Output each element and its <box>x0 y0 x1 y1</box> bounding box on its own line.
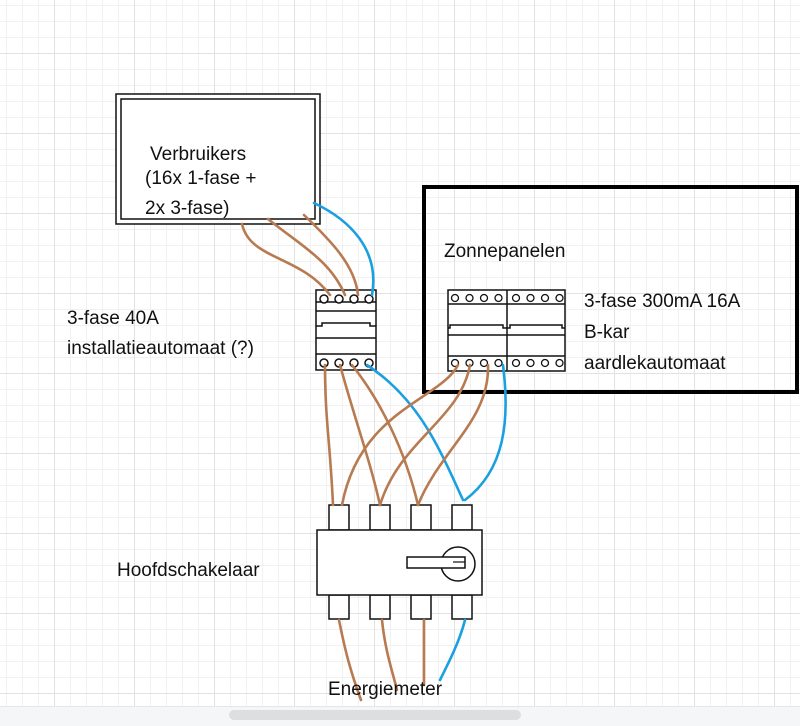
phase-wire <box>240 222 332 297</box>
phase-wire <box>266 217 347 297</box>
rcbo-terminal-top <box>540 293 550 303</box>
rcbo-terminals-top <box>450 293 564 303</box>
neutral-wire <box>463 363 507 502</box>
breaker-terminal-top <box>349 294 359 304</box>
main-switch-terminal-top <box>451 504 473 531</box>
consumers-detail-line1: (16x 1-fase + <box>145 168 257 189</box>
consumers-box-outer-border <box>115 93 321 225</box>
rcbo-terminal-top <box>494 293 503 303</box>
rcbo-terminal-bottom <box>540 358 550 368</box>
consumers-label: Verbruikers <box>150 144 247 165</box>
solar-panels-box[interactable] <box>422 185 799 394</box>
phase-wire <box>302 213 360 297</box>
breaker-device[interactable] <box>315 289 377 371</box>
rcbo-terminal-top <box>526 293 535 303</box>
phase-wire <box>378 363 472 507</box>
breaker-terminal-top <box>334 294 344 304</box>
rcbo-label-line2: B-kar <box>584 322 630 343</box>
main-switch-terminal-top <box>410 504 432 531</box>
solar-panels-label: Zonnepanelen <box>444 241 566 262</box>
phase-wire <box>350 363 420 507</box>
consumers-box[interactable] <box>115 93 321 225</box>
rcbo-terminal-top <box>555 293 564 303</box>
rcbo-terminal-bottom <box>494 358 503 368</box>
rcbo-terminal-bottom <box>479 358 489 368</box>
phase-wire <box>416 363 490 507</box>
phase-wire <box>380 618 399 692</box>
rcbo-terminal-bottom <box>555 358 564 368</box>
consumers-box-inner-border <box>120 98 316 220</box>
rcbo-terminal-top <box>511 293 521 303</box>
main-switch-terminal-bottom <box>328 594 350 620</box>
energy-meter-label: Energiemeter <box>328 679 443 700</box>
main-switch-device[interactable] <box>316 504 483 620</box>
breaker-terminals-top <box>319 294 374 304</box>
wires <box>240 201 507 702</box>
phase-wire <box>337 618 363 702</box>
main-switch-label: Hoofdschakelaar <box>117 560 260 581</box>
rcbo-terminal-bottom <box>511 358 521 368</box>
rcbo-terminal-top <box>450 293 460 303</box>
main-switch-terminal-bottom <box>369 594 391 620</box>
breaker-terminal-top <box>364 294 374 304</box>
main-switch-terminal-bottom <box>451 594 473 620</box>
rcbo-toggle <box>448 324 565 329</box>
horizontal-scrollbar-thumb[interactable] <box>229 710 521 720</box>
main-switch-terminal-top <box>328 504 350 531</box>
rcbo-terminal-top <box>479 293 489 303</box>
rcbo-terminal-bottom <box>526 358 535 368</box>
phase-wire <box>338 363 382 507</box>
breaker-body <box>315 289 377 371</box>
breaker-label-line1: 3-fase 40A <box>67 308 159 329</box>
breaker-terminal-top <box>319 294 329 304</box>
phase-wire <box>340 363 460 507</box>
neutral-wire <box>365 363 465 502</box>
wiring-diagram <box>115 93 799 702</box>
rcbo-label-line3: aardlekautomaat <box>584 353 726 374</box>
neutral-wire <box>438 618 467 682</box>
phase-wire <box>323 363 335 507</box>
neutral-wire <box>312 201 375 297</box>
rcbo-device[interactable] <box>447 289 566 372</box>
main-switch-terminal-top <box>369 504 391 531</box>
main-switch-terminal-bottom <box>410 594 432 620</box>
breaker-label-line2: installatieautomaat (?) <box>67 338 254 359</box>
main-switch-terminals <box>328 504 473 620</box>
consumers-detail-line2: 2x 3-fase) <box>145 198 230 219</box>
breaker-toggle <box>316 322 376 327</box>
rcbo-label-line1: 3-fase 300mA 16A <box>584 291 741 312</box>
rcbo-terminal-top <box>465 293 474 303</box>
